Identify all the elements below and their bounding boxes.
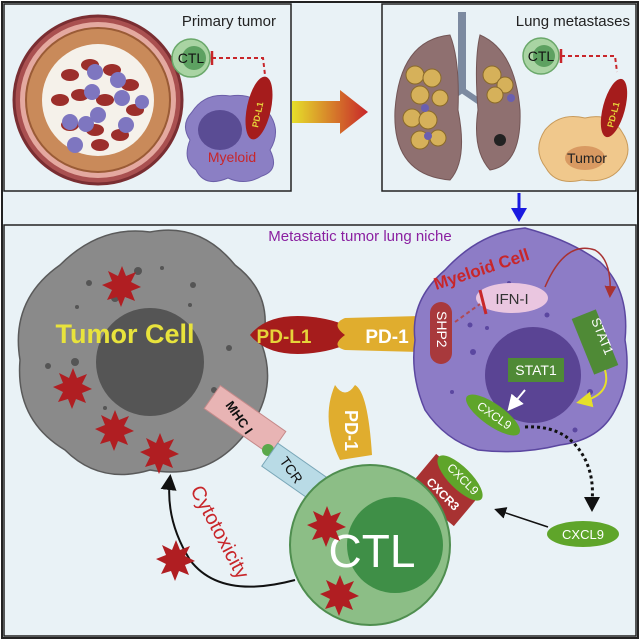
pdl1-label: PD-L1 xyxy=(257,327,312,348)
stat1-nucleus-label: STAT1 xyxy=(515,362,557,378)
chemotaxis-arrow xyxy=(494,507,549,528)
cxcl9-free: CXCL9 xyxy=(547,521,619,547)
cxcl9-free-label: CXCL9 xyxy=(562,527,604,542)
granule-icon xyxy=(156,540,195,581)
lung-metastases-panel: Lung metastases CTL xyxy=(381,3,637,192)
tumor-cell-label: Tumor Cell xyxy=(55,319,194,349)
inhibition-bar-icon xyxy=(478,289,488,315)
primary-tumor-illustration xyxy=(12,14,184,186)
stat1-translocation-arrow xyxy=(576,369,608,408)
lung-pdl1: PD-L1 xyxy=(600,78,628,138)
ifn-i-label: IFN-I xyxy=(495,291,528,308)
ifn-stat1-arrow xyxy=(544,247,617,298)
cxcl9-inner xyxy=(466,394,520,436)
granule-icon xyxy=(320,575,359,616)
ctl-label: CTL xyxy=(329,525,416,577)
lung-ctl-label: CTL xyxy=(528,48,555,64)
primary-ctl-cell: CTL xyxy=(171,38,211,78)
stat1-membrane-protein xyxy=(571,309,619,375)
granule-icon xyxy=(140,433,179,474)
primary-tumor-title: Primary tumor xyxy=(182,13,276,30)
secretion-arrow xyxy=(524,425,594,503)
primary-inhibition-line xyxy=(212,57,266,76)
ifn-i-molecule xyxy=(476,283,548,313)
primary-myeloid-label: Myeloid xyxy=(208,149,256,165)
pd1-receptor: PD-1 xyxy=(337,316,425,352)
pd1-label: PD-1 xyxy=(365,327,409,348)
niche-title: Metastatic tumor lung niche xyxy=(268,228,451,245)
tumor-cell: Tumor Cell xyxy=(17,229,269,476)
granules xyxy=(53,266,359,616)
ctl-pd1-receptor: PD-1 xyxy=(328,385,372,460)
progression-arrow-icon xyxy=(292,90,368,134)
arrow-head-icon xyxy=(584,497,600,512)
lung-ctl-cell: CTL xyxy=(522,37,560,75)
shp2-label: SHP2 xyxy=(434,311,450,348)
lung-metastases-title: Lung metastases xyxy=(516,13,630,30)
shp2-inhibition-line xyxy=(454,303,481,323)
lung-tumor-label: Tumor xyxy=(567,150,607,166)
granule-icon xyxy=(95,410,134,451)
tumor-nucleus xyxy=(96,308,204,416)
granule-icon xyxy=(307,506,346,547)
granule-icon xyxy=(102,266,141,307)
primary-tumor-panel: Primary tumor xyxy=(3,3,292,192)
primary-ctl-label: CTL xyxy=(178,50,205,66)
ctl-pd1-label: PD-1 xyxy=(341,410,361,451)
blue-arrow-head-icon xyxy=(511,208,527,222)
granule-icon xyxy=(53,368,92,409)
shp2-protein xyxy=(430,302,452,364)
niche-panel: Metastatic tumor lung niche Tumor Cell P… xyxy=(3,224,637,637)
lungs-illustration xyxy=(394,12,521,181)
stat1-nucleus-protein xyxy=(508,358,564,382)
myeloid-cell: Myeloid Cell IFN-I SHP2 STAT1 STAT1 CXCL… xyxy=(413,227,628,453)
lung-inhibition-line xyxy=(561,55,618,73)
pdl1-receptor: PD-L1 xyxy=(250,316,362,354)
ctl-cell: CTL xyxy=(289,464,451,626)
stat1-cxcl9-arrow xyxy=(507,389,526,412)
primary-pdl1: PD-L1 xyxy=(245,76,273,140)
